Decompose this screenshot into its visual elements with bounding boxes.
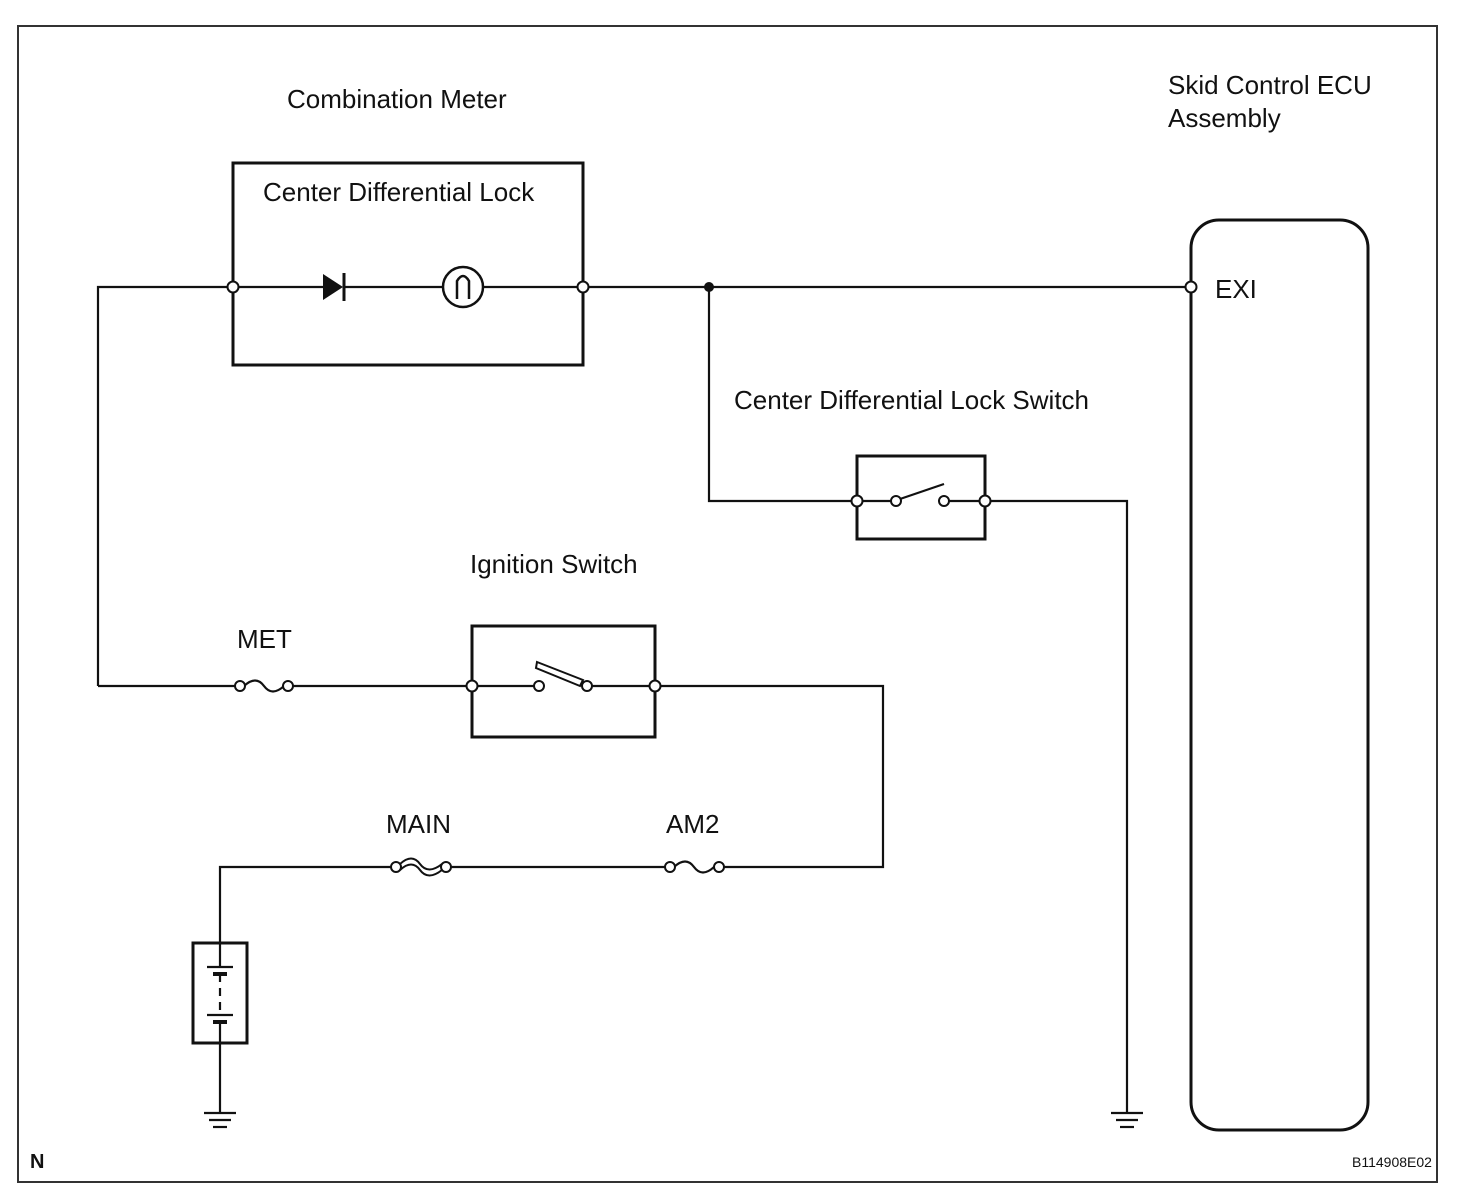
ground-icon (1111, 1111, 1143, 1129)
fuse-am2-icon (664, 860, 725, 874)
diagram-frame (17, 25, 1438, 1183)
fuse-am2-label: AM2 (666, 809, 720, 839)
combination-meter-title: Combination Meter (287, 84, 507, 114)
fuse-met-label: MET (237, 624, 292, 654)
figure-code: B114908E02 (1352, 1154, 1432, 1170)
switch-contact-arm (899, 482, 945, 501)
exi-terminal-label: EXI (1215, 274, 1257, 304)
ignition-contact-arm (534, 660, 585, 688)
ground-icon (204, 1111, 236, 1129)
skid-control-ecu-title-line2: Assembly (1168, 103, 1281, 133)
fuse-main-icon (390, 857, 452, 877)
center-diff-lock-switch-box (855, 454, 987, 541)
switch-contact-a (890, 495, 902, 507)
fuse-main-label: MAIN (386, 809, 451, 839)
ignition-switch-label: Ignition Switch (470, 549, 638, 579)
bulb-icon (441, 265, 485, 309)
ignition-pin-in (465, 679, 479, 693)
ignition-switch-box (470, 624, 657, 739)
ignition-contact-b (581, 680, 593, 692)
wire-met-to-meter (96, 285, 233, 686)
switch-pin-in (850, 494, 864, 508)
wire-ignition-to-am2 (655, 684, 885, 869)
switch-pin-out (978, 494, 992, 508)
ignition-pin-out (648, 679, 662, 693)
wire-junction-to-switch (707, 287, 857, 503)
battery-icon (207, 943, 233, 1043)
ignition-contact-a (533, 680, 545, 692)
junction-dot (704, 282, 714, 292)
diode-icon (323, 273, 346, 301)
combination-meter-box (231, 161, 585, 367)
ecu-pin-exi (1184, 280, 1198, 294)
center-diff-lock-switch-label: Center Differential Lock Switch (734, 385, 1090, 415)
meter-pin-in (226, 280, 240, 294)
skid-control-ecu-box (1189, 218, 1370, 1132)
center-diff-lock-label: Center Differential Lock (263, 177, 535, 207)
meter-pin-out (576, 280, 590, 294)
wire-main-to-battery (218, 865, 396, 943)
wire-switch-to-ground (985, 499, 1129, 1113)
fuse-met-icon (234, 679, 294, 693)
skid-control-ecu-title-line1: Skid Control ECU (1168, 70, 1372, 100)
switch-contact-b (938, 495, 950, 507)
corner-mark: N (30, 1151, 45, 1173)
